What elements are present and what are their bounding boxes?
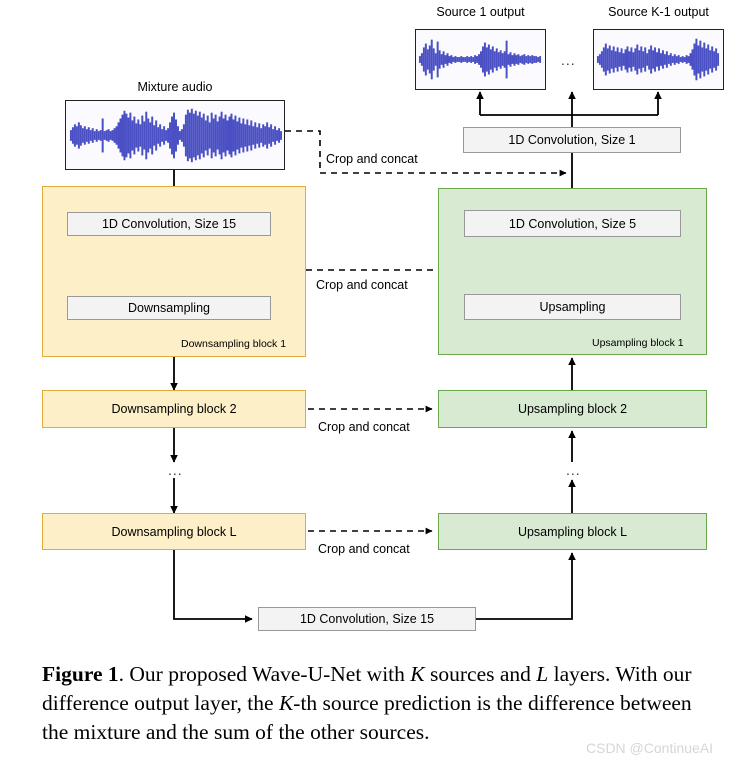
figure-caption-k-1: K — [410, 662, 425, 686]
upsampling-conv-size-5-box[interactable]: 1D Convolution, Size 5 — [464, 210, 681, 237]
figure-caption-l-1: L — [536, 662, 549, 686]
figure-caption-prefix: Figure 1 — [42, 662, 119, 686]
crop-concat-label-block-1: Crop and concat — [316, 278, 408, 292]
crop-concat-label-top: Crop and concat — [326, 152, 418, 166]
upsampling-chain-ellipsis: ... — [566, 462, 581, 478]
figure-caption-seg-2a: With our difference output layer, the — [42, 662, 692, 715]
figure-caption-seg-1a: . Our proposed Wave-U-Net with — [118, 662, 411, 686]
figure-caption-seg-3: difference between the mixture and the s… — [42, 691, 692, 744]
upsampling-block-l[interactable]: Upsampling block L — [438, 513, 707, 550]
figure-caption-seg-2b: -th source prediction is the — [293, 691, 523, 715]
csdn-watermark: CSDN @ContinueAI — [586, 740, 714, 756]
crop-concat-label-block-2: Crop and concat — [318, 420, 410, 434]
source-1-output-waveform — [415, 29, 546, 90]
source-k-output-waveform — [593, 29, 724, 90]
mixture-audio-waveform — [65, 100, 285, 170]
crop-concat-label-block-l: Crop and concat — [318, 542, 410, 556]
source-ellipsis: ... — [561, 52, 576, 68]
downsampling-block-l[interactable]: Downsampling block L — [42, 513, 306, 550]
source-1-output-label: Source 1 output — [436, 5, 525, 19]
downsampling-box[interactable]: Downsampling — [67, 296, 271, 320]
downsampling-conv-size-15-box[interactable]: 1D Convolution, Size 15 — [67, 212, 271, 236]
figure-caption-seg-1b: sources and — [424, 662, 537, 686]
upsampling-block-2[interactable]: Upsampling block 2 — [438, 390, 707, 428]
conv-size-1-box[interactable]: 1D Convolution, Size 1 — [463, 127, 681, 153]
downsampling-block-1-tag: Downsampling block 1 — [181, 338, 287, 350]
figure-caption-k-2: K — [278, 691, 294, 715]
source-k-output-label: Source K-1 output — [608, 5, 709, 19]
figure-caption: Figure 1. Our proposed Wave-U-Net with K… — [42, 660, 722, 747]
upsampling-box[interactable]: Upsampling — [464, 294, 681, 320]
figure-caption-seg-1c: layers. — [548, 662, 611, 686]
bottleneck-conv-size-15-box[interactable]: 1D Convolution, Size 15 — [258, 607, 476, 631]
upsampling-block-1-tag: Upsampling block 1 — [592, 337, 684, 349]
downsampling-block-2[interactable]: Downsampling block 2 — [42, 390, 306, 428]
downsampling-chain-ellipsis: ... — [168, 462, 183, 478]
mixture-audio-label: Mixture audio — [137, 80, 213, 94]
